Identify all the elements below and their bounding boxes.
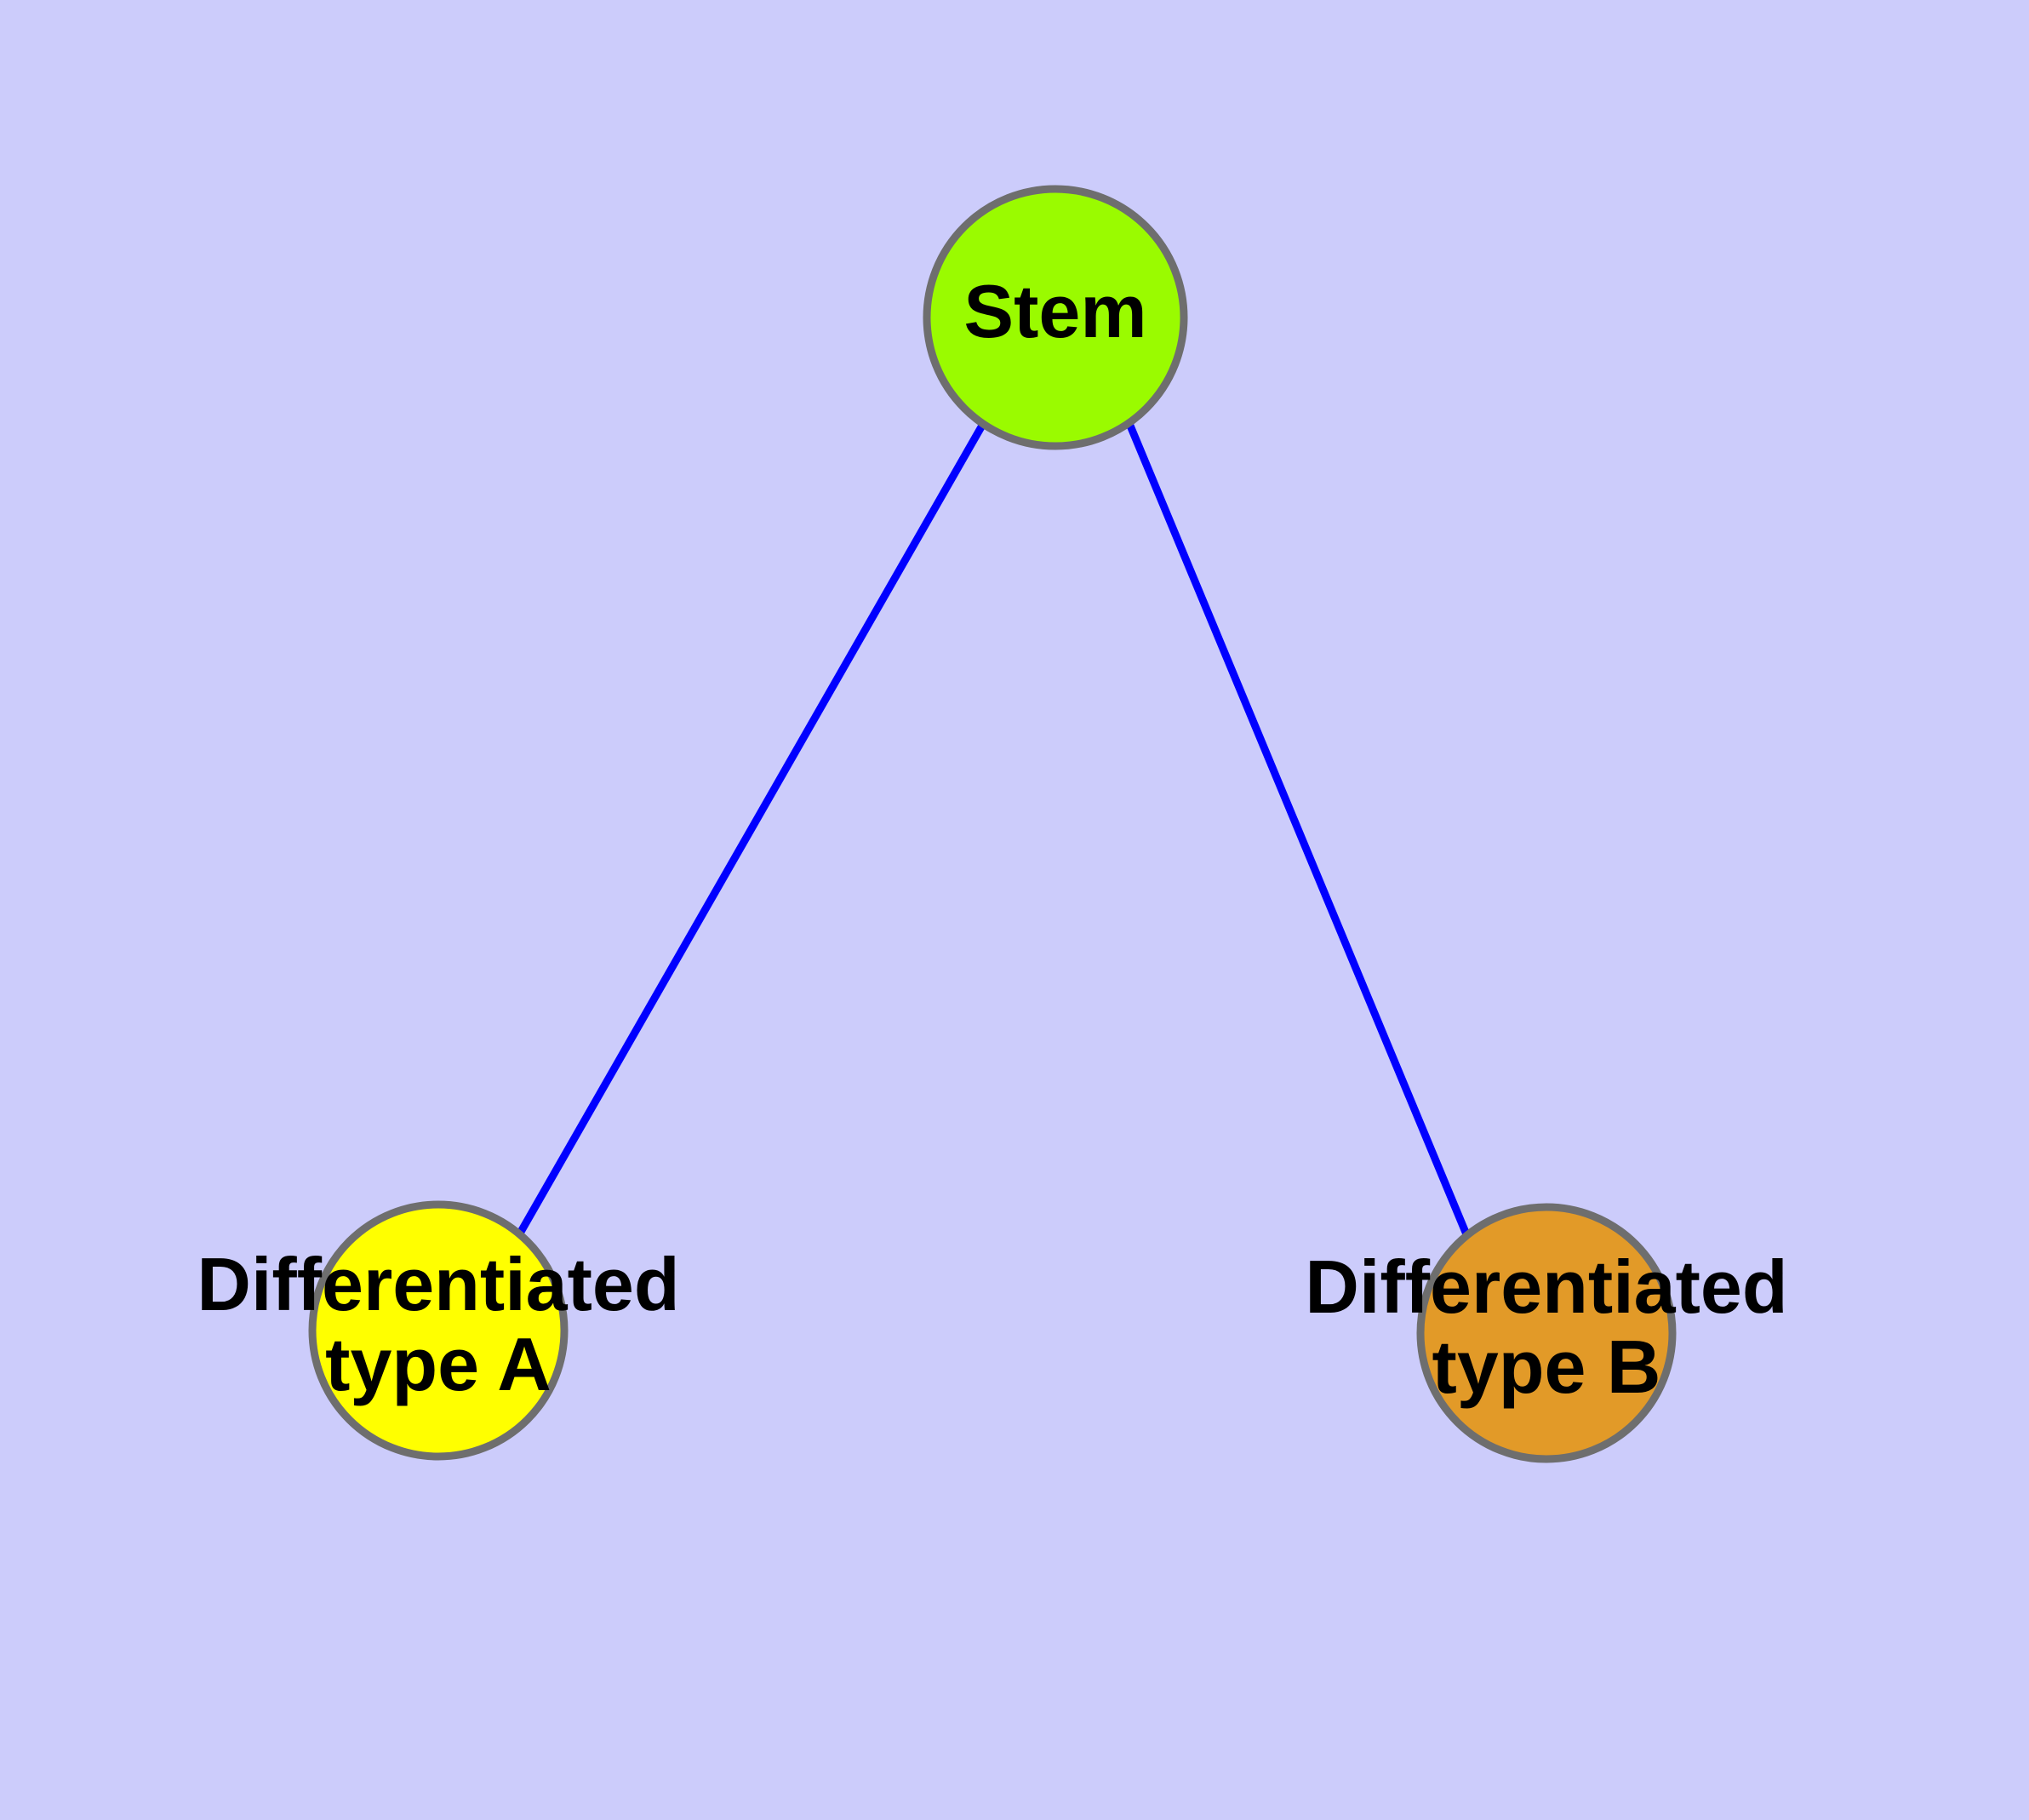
node-stem-circle[interactable] [923,185,1188,450]
node-stem-label: Stem [963,269,1146,353]
label-line: type B [1432,1325,1661,1409]
label-line: Stem [963,269,1146,353]
label-line: Differentiated [197,1242,679,1326]
node-layer [308,185,1677,1463]
edge-stem-to-differentiated-a[interactable] [517,421,986,1234]
edge-stem-to-differentiated-b[interactable] [1126,424,1471,1236]
label-line: Differentiated [1305,1245,1787,1329]
node-differentiated-type-a-circle[interactable] [308,1200,569,1461]
label-line: type A [325,1322,552,1406]
edge-layer [517,421,1471,1236]
node-differentiated-type-b-circle[interactable] [1416,1203,1677,1463]
